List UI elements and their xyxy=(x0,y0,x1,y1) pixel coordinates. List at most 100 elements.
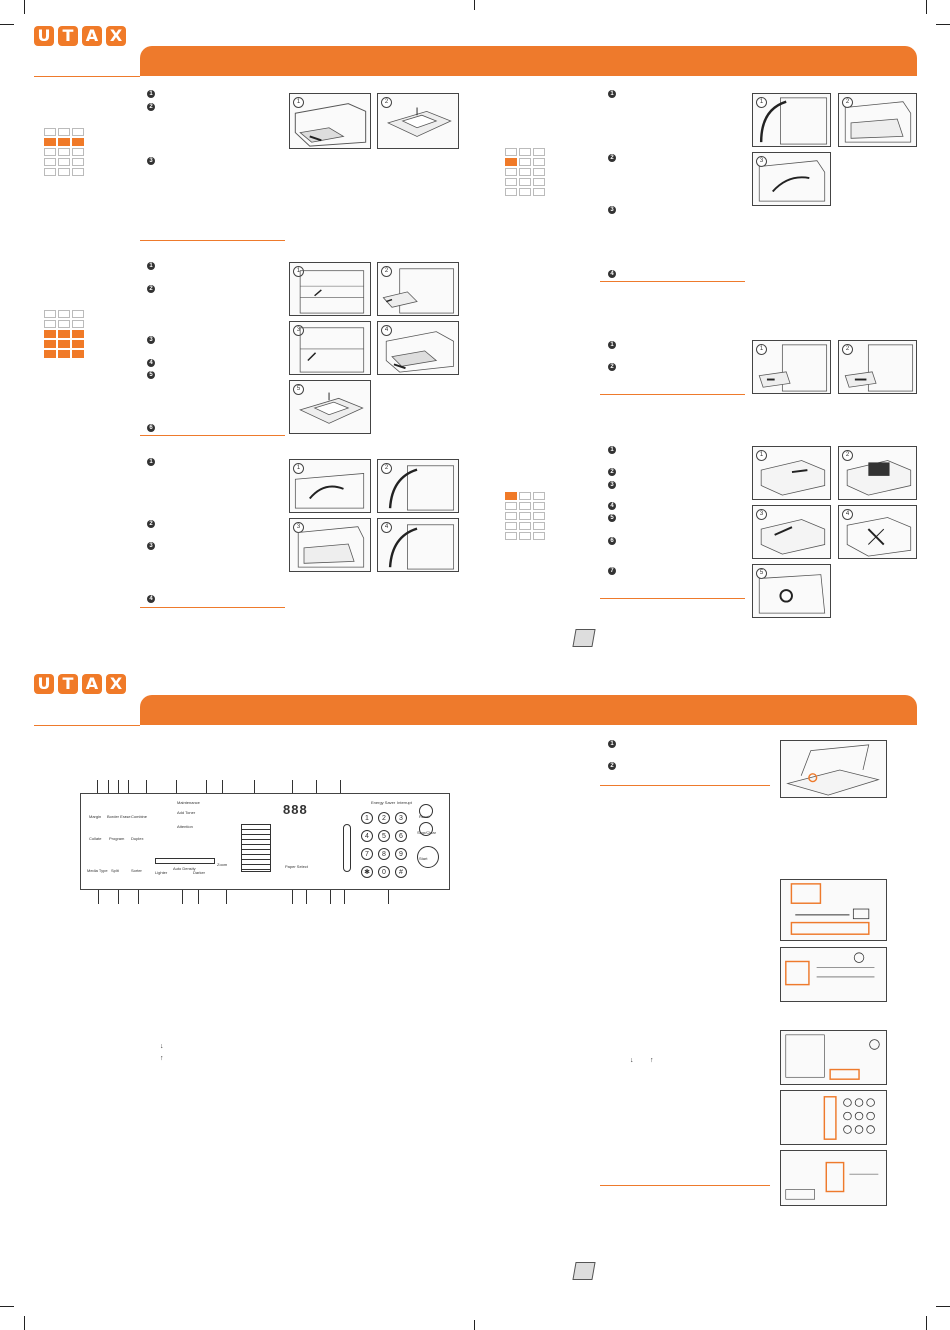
logo-letter: T xyxy=(58,26,78,46)
illustration: 2 xyxy=(838,446,917,500)
crop-mark xyxy=(926,0,927,14)
note-icon xyxy=(572,1262,596,1280)
illustration: 5 xyxy=(289,380,371,434)
crop-mark xyxy=(0,24,14,25)
step-number: 2 xyxy=(147,520,155,528)
illustration: 3 xyxy=(752,152,831,206)
illustration xyxy=(780,879,887,941)
callout-line xyxy=(146,780,147,793)
step-number: 1 xyxy=(147,458,155,466)
keypad-key[interactable]: 1 xyxy=(361,812,373,824)
callout-line xyxy=(138,890,139,904)
illustration-label: 3 xyxy=(756,509,767,520)
step-number: 3 xyxy=(147,336,155,344)
illustration-label: 1 xyxy=(756,344,767,355)
step-number: 1 xyxy=(147,262,155,270)
illustration-label: 4 xyxy=(381,522,392,533)
illustration-label: 2 xyxy=(842,450,853,461)
step-number: 2 xyxy=(608,363,616,371)
illustration: 2 xyxy=(838,93,917,147)
step-number: 3 xyxy=(608,481,616,489)
illustration-label: 1 xyxy=(293,97,304,108)
crop-mark xyxy=(936,24,950,25)
reset-key[interactable] xyxy=(419,804,433,818)
zoom-list xyxy=(241,824,271,872)
header-bar xyxy=(140,695,917,725)
note-icon xyxy=(572,629,596,647)
keypad-key[interactable]: 4 xyxy=(361,830,373,842)
machine-indicator xyxy=(44,128,86,178)
keypad-key[interactable]: 5 xyxy=(378,830,390,842)
panel-label: Program xyxy=(109,836,125,841)
keypad-key[interactable]: # xyxy=(395,866,407,878)
crop-mark xyxy=(926,1316,927,1330)
callout-line xyxy=(108,780,109,793)
illustration: 1 xyxy=(752,446,831,500)
keypad-key[interactable]: ✱ xyxy=(361,866,373,878)
panel-label: Sorter xyxy=(131,868,142,873)
illustration xyxy=(780,1030,887,1085)
illustration-label: 5 xyxy=(293,384,304,395)
keypad-key[interactable]: 7 xyxy=(361,848,373,860)
step-number: 2 xyxy=(608,468,616,476)
panel-label: Media Type xyxy=(87,868,108,873)
illustration xyxy=(780,947,887,1002)
logo-letter: A xyxy=(82,26,102,46)
panel-label: Split xyxy=(111,868,119,873)
step-number: 5 xyxy=(147,371,155,379)
illustration: 2 xyxy=(377,459,459,513)
keypad-key[interactable]: 3 xyxy=(395,812,407,824)
callout-line xyxy=(292,890,293,904)
callout-line xyxy=(176,780,177,793)
up-arrow-icon: ↑ xyxy=(650,1057,654,1064)
illustration-label: 4 xyxy=(842,509,853,520)
illustration: 3 xyxy=(289,518,371,572)
panel-label: Maintenance xyxy=(177,800,200,805)
section-rule xyxy=(600,1185,770,1186)
brand-logo: U T A X xyxy=(34,674,126,694)
keypad-key[interactable]: 6 xyxy=(395,830,407,842)
stop-clear-key[interactable] xyxy=(419,822,433,836)
illustration xyxy=(780,1090,887,1145)
panel-label: Duplex xyxy=(131,836,144,841)
operation-panel: Margin Border Erase Combine Collate Prog… xyxy=(80,793,450,890)
keypad-key[interactable]: 2 xyxy=(378,812,390,824)
keypad-key[interactable]: 9 xyxy=(395,848,407,860)
callout-line xyxy=(344,890,345,904)
illustration-label: 3 xyxy=(293,325,304,336)
illustration: 1 xyxy=(289,262,371,316)
illustration: 2 xyxy=(377,262,459,316)
step-number: 2 xyxy=(608,154,616,162)
illustration: 1 xyxy=(289,93,371,149)
tray-selector[interactable] xyxy=(343,824,351,872)
callout-line xyxy=(254,780,255,793)
logo-letter: A xyxy=(82,674,102,694)
section-rule xyxy=(34,725,140,726)
section-rule xyxy=(140,435,285,436)
start-key[interactable] xyxy=(417,846,439,868)
illustration: 2 xyxy=(838,340,917,394)
illustration-label: 2 xyxy=(381,97,392,108)
callout-line xyxy=(316,780,317,793)
callout-line xyxy=(340,780,341,793)
crop-mark xyxy=(24,0,25,14)
step-number: 4 xyxy=(608,502,616,510)
illustration: 1 xyxy=(289,459,371,513)
illustration: 2 xyxy=(377,93,459,149)
callout-line xyxy=(182,890,183,904)
step-number: 1 xyxy=(608,90,616,98)
step-number: 4 xyxy=(608,270,616,278)
illustration: 4 xyxy=(377,321,459,375)
panel-label: Combine xyxy=(131,814,148,819)
callout-line xyxy=(222,780,223,793)
machine-indicator xyxy=(44,310,86,360)
callout-line xyxy=(206,780,207,793)
keypad-key[interactable]: 0 xyxy=(378,866,390,878)
illustration: 4 xyxy=(838,505,917,559)
step-number: 2 xyxy=(608,762,616,770)
illustration-label: 1 xyxy=(756,450,767,461)
keypad-key[interactable]: 8 xyxy=(378,848,390,860)
step-number: 7 xyxy=(608,567,616,575)
crop-mark xyxy=(0,1306,14,1307)
illustration: 4 xyxy=(377,518,459,572)
